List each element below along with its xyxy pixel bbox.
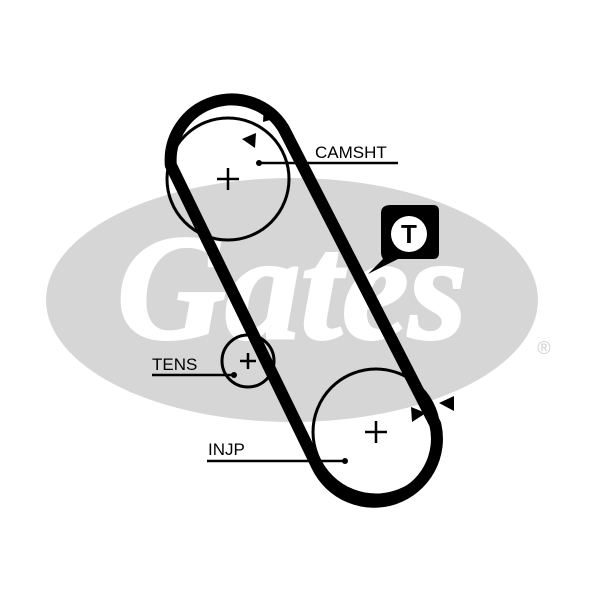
timing-belt [164,93,443,508]
injection-pump-timing-mark-inner [411,407,426,422]
t-marker-letter: T [401,219,417,249]
belt-outline [164,93,443,508]
camshaft-pulley: CAMSHT [165,116,398,242]
tensioner-pulley-circle [220,333,276,389]
tensioner-pulley: TENS [152,333,276,389]
camshaft-pulley-circle [165,116,291,242]
injection-pump-leader-dot [342,458,348,464]
tensioner-center-cross [240,353,256,369]
camshaft-center-cross [217,168,239,190]
injection-pump-pulley: INJP [207,367,441,497]
t-marker-circle [391,216,427,252]
logo-wordmark: Gates [117,205,467,371]
tensioner-leader-dot [231,372,237,378]
injection-pump-timing-mark-outer [439,396,454,411]
registered-mark: ® [537,338,550,358]
gates-logo: Gates ® [46,178,551,422]
injection-pump-label: INJP [208,440,245,459]
camshaft-label: CAMSHT [315,143,387,162]
tensioner-label: TENS [152,355,197,374]
timing-marks [242,105,454,422]
injection-pump-pulley-circle [311,367,441,497]
camshaft-timing-mark-outer [263,105,277,122]
camshaft-timing-mark-inner [242,133,256,148]
injection-pump-center-cross [365,421,387,443]
t-marker-callout: T [368,205,439,274]
